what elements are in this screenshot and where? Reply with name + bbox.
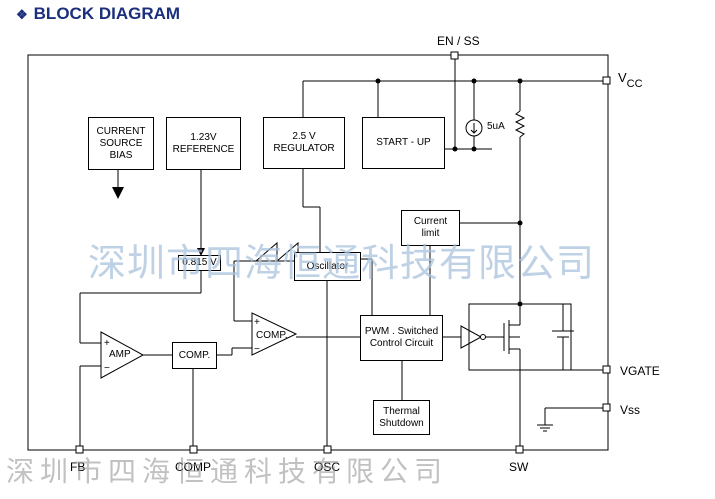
block-text-line: 0.815 V xyxy=(182,257,217,268)
comparator-triangle xyxy=(251,312,298,356)
pin-label-vgate: VGATE xyxy=(620,364,660,378)
pin-label-vcc-sub: CC xyxy=(626,78,643,90)
block-text-line: limit xyxy=(421,228,440,239)
junction-dot xyxy=(517,220,523,226)
comparator-minus-sign: − xyxy=(254,344,260,355)
reference-arrow-icon xyxy=(197,248,205,256)
block-text-line: Current xyxy=(413,216,448,227)
thermal-shutdown-block: Thermal Shutdown xyxy=(373,400,430,435)
current-source-bias-block: CURRENT SOURCE BIAS xyxy=(88,117,154,170)
pin-vcc xyxy=(602,76,611,85)
pin-vgate xyxy=(602,365,611,374)
comparator-label: COMP. xyxy=(256,330,288,341)
oscillator-block: Oscillator xyxy=(294,252,361,281)
block-text-line: CURRENT xyxy=(96,125,146,137)
driver-triangle xyxy=(460,325,483,349)
amp-triangle xyxy=(100,331,145,379)
block-text-line: Thermal xyxy=(383,405,420,417)
pin-sw xyxy=(515,445,524,454)
pin-label-comp: COMP xyxy=(175,460,211,474)
reference-0815-block: 0.815 V xyxy=(178,255,221,271)
diagram-title: ❖ BLOCK DIAGRAM xyxy=(16,4,180,24)
amp-label: AMP xyxy=(109,349,131,360)
block-text-line: START - UP xyxy=(376,137,431,148)
block-text-line: BIAS xyxy=(109,149,133,161)
block-text-line: Control Circuit xyxy=(369,338,434,349)
sawtooth-icon xyxy=(255,241,299,263)
block-text-line: COMP. xyxy=(178,349,211,361)
junction-dot xyxy=(517,301,523,307)
junction-dot xyxy=(452,146,458,152)
junction-dot xyxy=(471,146,477,152)
regulator-block: 2.5 V REGULATOR xyxy=(263,117,345,169)
junction-dot xyxy=(471,78,477,84)
pwm-block: PWM . Switched Control Circuit xyxy=(360,315,443,361)
junction-dot xyxy=(375,78,381,84)
block-text-line: SOURCE xyxy=(99,137,143,149)
inverter-bubble xyxy=(480,334,486,340)
diamond-bullet-icon: ❖ xyxy=(16,7,28,22)
block-text-line: REGULATOR xyxy=(273,143,335,154)
block-text-line: REFERENCE xyxy=(172,143,235,155)
pin-osc xyxy=(323,445,332,454)
pin-en-ss xyxy=(450,51,459,60)
pin-label-vcc-main: V xyxy=(618,70,627,85)
comparator-plus-sign: + xyxy=(254,317,260,328)
watermark-bottom: 深圳市四海恒通科技有限公司 xyxy=(6,455,449,488)
pin-label-fb: FB xyxy=(70,460,86,474)
pin-label-sw: SW xyxy=(509,460,529,474)
current-limit-block: Current limit xyxy=(401,210,460,246)
amp-plus-sign: + xyxy=(104,338,110,349)
amp-minus-sign: − xyxy=(104,363,110,374)
current-source-arrowhead xyxy=(470,129,478,134)
block-text-line: Shutdown xyxy=(379,417,424,429)
pin-label-vss: Vss xyxy=(620,403,641,417)
bias-arrow-icon xyxy=(112,187,124,199)
start-up-block: START - UP xyxy=(362,117,445,169)
watermark-middle: 深圳市四海恒通科技有限公司 xyxy=(88,241,596,285)
block-text-line: 2.5 V xyxy=(292,131,316,142)
pin-comp xyxy=(189,445,198,454)
comp-block: COMP. xyxy=(172,342,217,369)
junction-dot xyxy=(517,78,523,84)
pin-label-osc: OSC xyxy=(314,460,341,474)
reference-block: 1.23V REFERENCE xyxy=(166,117,241,170)
chip-outline xyxy=(27,54,609,451)
block-text-line: 1.23V xyxy=(190,131,217,143)
sense-resistor xyxy=(514,110,526,138)
pin-label-en-ss: EN / SS xyxy=(437,34,480,48)
current-source-value: 5uA xyxy=(487,121,505,132)
pin-vss xyxy=(602,403,611,412)
block-text-line: Oscillator xyxy=(306,260,349,272)
block-text-line: PWM . Switched xyxy=(364,326,439,337)
pin-label-vcc: VCC xyxy=(618,70,643,90)
diagram-title-text: BLOCK DIAGRAM xyxy=(33,4,181,23)
pin-fb xyxy=(75,445,84,454)
